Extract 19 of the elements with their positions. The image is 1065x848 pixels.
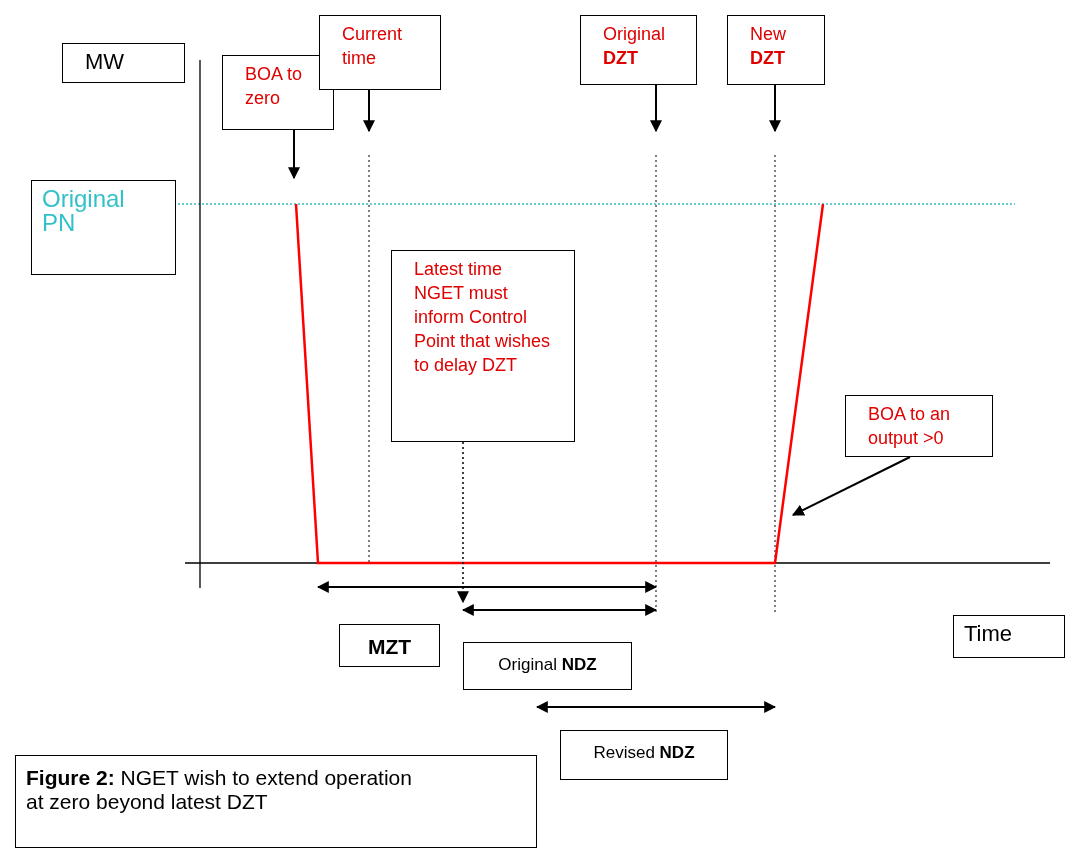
callout-box: BOA to zero: [222, 55, 334, 130]
arrow: [650, 84, 662, 133]
label-box: Original NDZ: [463, 642, 632, 690]
caption-box: Figure 2: NGET wish to extend operation at zero beyond latest DZT: [15, 755, 537, 848]
label-box: Time: [953, 615, 1065, 658]
callout-box: Latest time NGET must inform Control Point that wishes to delay DZT: [391, 250, 575, 442]
arrow: [288, 129, 300, 180]
label-box: MW: [62, 43, 185, 83]
callout-box: BOA to an output >0: [845, 395, 993, 457]
callout-box: New DZT: [727, 15, 825, 85]
arrow: [457, 441, 469, 604]
arrow: [363, 89, 375, 133]
arrow: [791, 456, 911, 516]
arrow: [769, 84, 781, 133]
label-box: MZT: [339, 624, 440, 667]
callout-box: Original DZT: [580, 15, 697, 85]
label-box: Original PN: [31, 180, 176, 275]
callout-box: Current time: [319, 15, 441, 90]
label-box: Revised NDZ: [560, 730, 728, 780]
